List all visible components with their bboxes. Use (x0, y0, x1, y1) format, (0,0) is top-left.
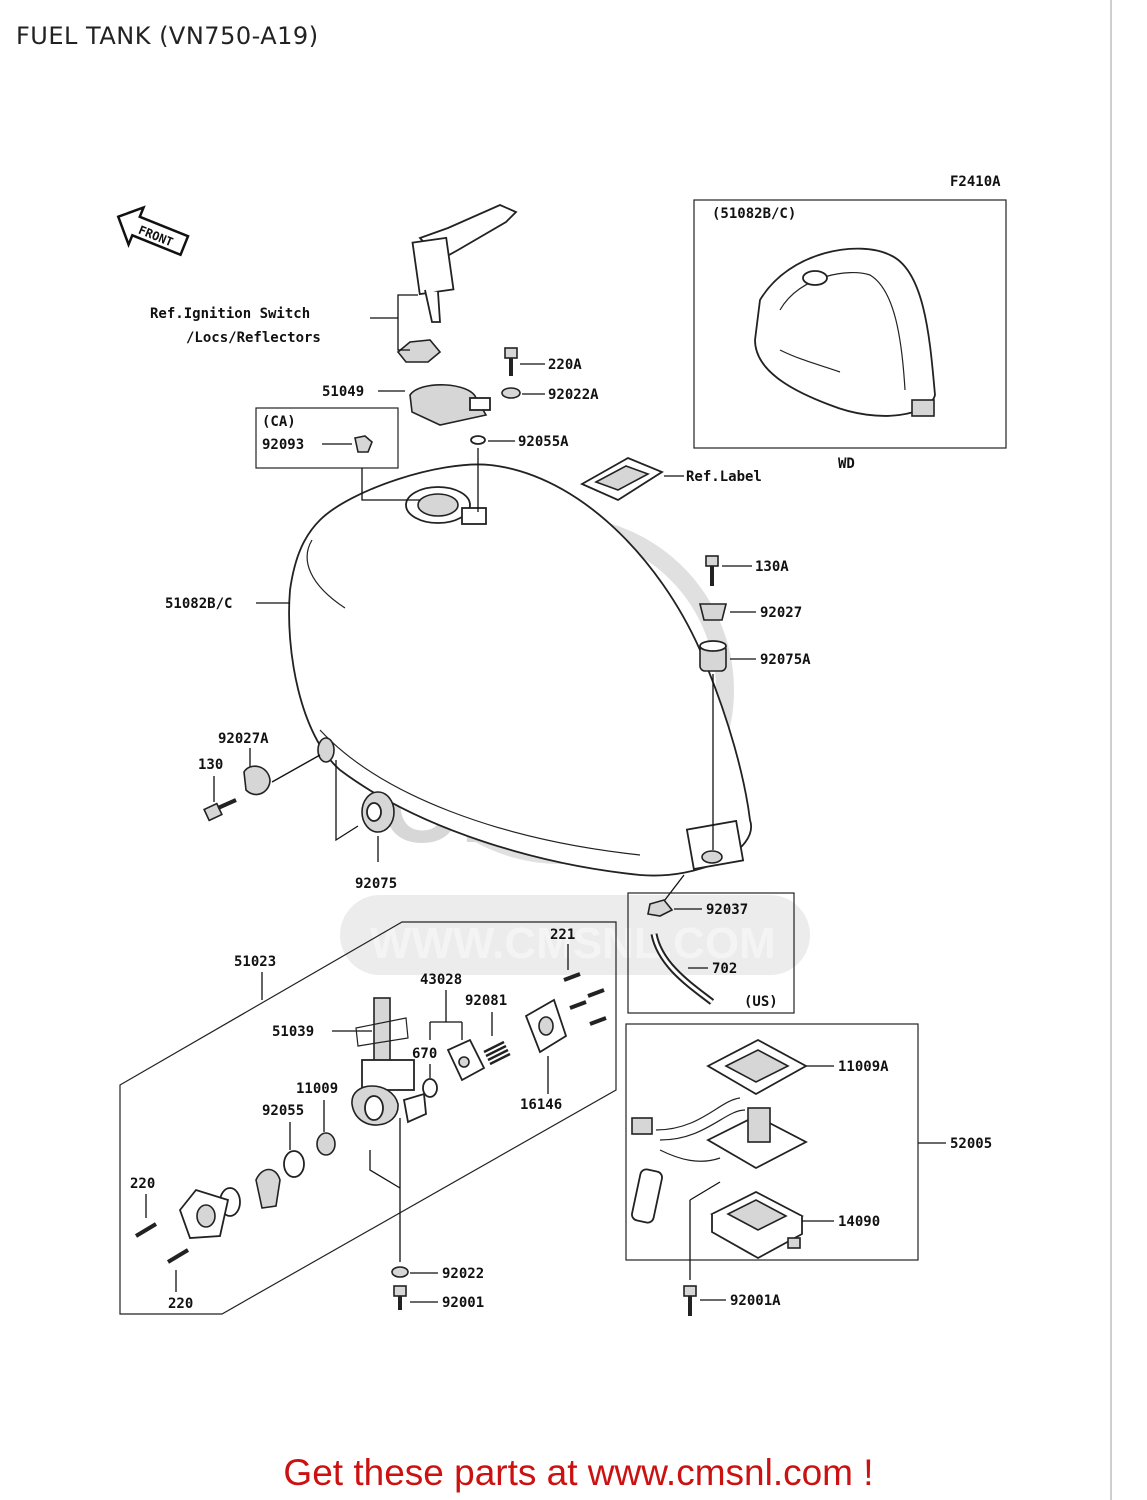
figure-code: F2410A (950, 174, 1001, 190)
collar-92027A-icon (243, 765, 271, 796)
screws-221-icon (563, 972, 607, 1026)
bolt-92001A-icon (683, 1285, 697, 1316)
label-11009: 11009 (296, 1081, 338, 1097)
label-92081: 92081 (465, 993, 507, 1009)
inset-tank-wd: (51082B/C) (693, 199, 1007, 449)
clip-92037-icon (647, 899, 674, 917)
label-220-bottom: 220 (168, 1296, 193, 1312)
fuel-sensor-icon (631, 1097, 808, 1224)
label-702: 702 (712, 961, 737, 977)
gasket-16146-icon (524, 998, 568, 1054)
ref-ignition-line2: /Locs/Reflectors (186, 330, 321, 346)
oring-92055A-icon (470, 435, 486, 445)
fuel-tank-icon (288, 463, 752, 877)
hose-702-icon (652, 933, 713, 1004)
watermark-site-text: WWW.CMSNL.COM (370, 919, 776, 968)
ref-label-icon (580, 457, 664, 502)
ref-label-text: Ref.Label (686, 469, 762, 485)
label-92001A: 92001A (730, 1293, 781, 1309)
bolt-220A-icon (504, 347, 518, 376)
label-51049: 51049 (322, 384, 364, 400)
lever-icon (255, 1168, 281, 1209)
label-220-top: 220 (130, 1176, 155, 1192)
oring-670-icon (422, 1078, 438, 1098)
label-92001: 92001 (442, 1295, 484, 1311)
page-title: FUEL TANK (VN750-A19) (16, 22, 319, 50)
label-92027: 92027 (760, 605, 802, 621)
spring-92081-icon (483, 1040, 511, 1066)
inset-ca-box (255, 407, 399, 469)
inset-tank-caption: WD (838, 456, 855, 472)
page-right-border (1110, 0, 1112, 1500)
label-670: 670 (412, 1046, 437, 1062)
label-51039: 51039 (272, 1024, 314, 1040)
label-92027A: 92027A (218, 731, 269, 747)
inset-us-caption: (US) (744, 994, 778, 1010)
diaphragm-cover-icon (446, 1038, 486, 1082)
bolt-130A-icon (705, 555, 719, 586)
label-51023: 51023 (234, 954, 276, 970)
oring-92055-icon (283, 1150, 305, 1178)
label-221: 221 (550, 927, 575, 943)
label-92093: 92093 (262, 437, 304, 453)
label-130: 130 (198, 757, 223, 773)
cap-cover-icon (409, 384, 491, 426)
label-92075A: 92075A (760, 652, 811, 668)
fuel-cock-assembly-box (119, 921, 617, 1315)
inset-ca-caption: (CA) (262, 414, 296, 430)
label-92075: 92075 (355, 876, 397, 892)
washer-92022-icon (391, 1266, 409, 1278)
lever-plate-icon (178, 1188, 230, 1239)
damper-92075-icon (361, 791, 395, 833)
gasket-11009A-icon (706, 1038, 808, 1096)
damper-92075A-icon (699, 640, 727, 672)
front-arrow-icon: FRONT (116, 205, 190, 257)
label-43028: 43028 (420, 972, 462, 988)
inset-tank-heading: (51082B/C) (712, 206, 796, 222)
label-92022: 92022 (442, 1266, 484, 1282)
label-92055: 92055 (262, 1103, 304, 1119)
ref-ignition-line1: Ref.Ignition Switch (150, 306, 310, 322)
label-92022A: 92022A (548, 387, 599, 403)
label-11009A: 11009A (838, 1059, 889, 1075)
label-220A: 220A (548, 357, 582, 373)
label-92037: 92037 (706, 902, 748, 918)
bolt-92001-icon (393, 1285, 407, 1310)
label-92055A: 92055A (518, 434, 569, 450)
inset-us-box (627, 892, 795, 1014)
collar-92027-icon (698, 603, 728, 621)
label-16146: 16146 (520, 1097, 562, 1113)
label-130A: 130A (755, 559, 789, 575)
label-52005: 52005 (950, 1136, 992, 1152)
float-14090-icon (710, 1190, 804, 1260)
bolt-130-icon (203, 798, 237, 822)
cap-92093-icon (354, 435, 373, 453)
fuel-sensor-assembly-box (625, 1023, 919, 1261)
screw-220-bottom-icon (166, 1248, 190, 1264)
gasket-11009-icon (316, 1132, 336, 1156)
label-51082BC: 51082B/C (165, 596, 232, 612)
screw-220-top-icon (134, 1222, 158, 1238)
washer-92022A-icon (501, 387, 521, 399)
label-14090: 14090 (838, 1214, 880, 1230)
fuel-cock-body-icon (351, 997, 427, 1126)
footer-promo-link[interactable]: Get these parts at www.cmsnl.com ! (283, 1452, 874, 1493)
key-icon (396, 204, 518, 363)
